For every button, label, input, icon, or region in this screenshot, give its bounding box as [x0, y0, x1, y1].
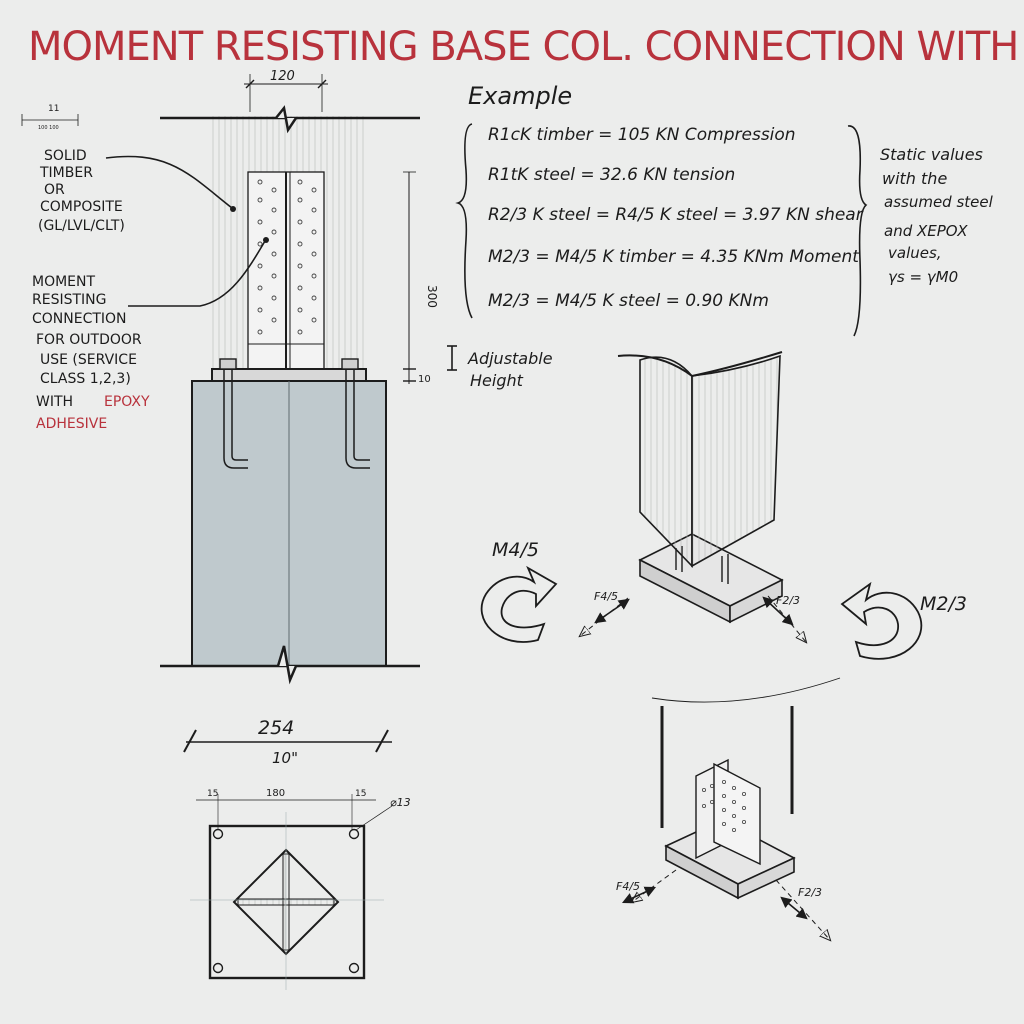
svg-text:WITH: WITH [36, 394, 73, 410]
plan-view: 15 180 15 ⌀13 [190, 788, 411, 990]
example-line-1: R1cK timber = 105 KN Compression [488, 125, 796, 145]
svg-text:RESISTING: RESISTING [32, 292, 106, 308]
svg-text:⌀13: ⌀13 [390, 796, 411, 809]
moment-label-m45: M4/5 [492, 539, 539, 561]
moment-label-m23: M2/3 [920, 593, 967, 615]
anchor-bolts [223, 369, 370, 469]
svg-text:TIMBER: TIMBER [39, 165, 93, 181]
isometric-view-small: F4/5 F2/3 [616, 677, 841, 940]
steel-connection-plate [247, 171, 325, 371]
adjustable-height-note: Adjustable Height [447, 345, 553, 390]
svg-text:values,: values, [888, 244, 942, 262]
svg-text:Static values: Static values [880, 145, 983, 164]
dim-base-in: 10" [272, 749, 298, 767]
svg-text:MOMENT: MOMENT [32, 274, 95, 290]
svg-text:CLASS 1,2,3): CLASS 1,2,3) [40, 371, 131, 387]
adjustable-line-2: Height [470, 371, 524, 390]
example-line-5: M2/3 = M4/5 K steel = 0.90 KNm [488, 291, 769, 311]
timber-label: SOLID TIMBER OR COMPOSITE (GL/LVL/CLT) [38, 148, 236, 234]
svg-text:FOR OUTDOOR: FOR OUTDOOR [36, 332, 142, 348]
svg-text:assumed steel: assumed steel [884, 193, 994, 211]
example-line-3: R2/3 K steel = R4/5 K steel = 3.97 KN sh… [488, 205, 864, 225]
moment-arrow-m23: M2/3 [840, 581, 967, 660]
svg-text:OR: OR [44, 182, 65, 198]
svg-text:EPOXY: EPOXY [104, 394, 150, 410]
example-line-2: R1tK steel = 32.6 KN tension [488, 165, 735, 185]
isometric-view-large: F4/5 F2/3 [580, 351, 806, 642]
moment-arrow-m45: M4/5 [480, 539, 558, 643]
example-block: Example R1cK timber = 105 KN Compression… [455, 82, 868, 337]
dim-base-width: 254 10" [183, 717, 392, 767]
adjustable-line-1: Adjustable [467, 349, 553, 368]
example-line-4: M2/3 = M4/5 K timber = 4.35 KNm Moment [488, 247, 860, 267]
force-label-f45-b: F4/5 [616, 880, 640, 893]
svg-text:15: 15 [355, 789, 366, 799]
svg-text:γs = γM0: γs = γM0 [888, 268, 958, 286]
concrete-pedestal [160, 380, 420, 685]
static-values-note: Static values with the assumed steel and… [880, 145, 994, 286]
dim-tiny-top: 11 [48, 104, 59, 114]
svg-text:ADHESIVE: ADHESIVE [36, 416, 107, 432]
force-label-f45-a: F4/5 [594, 590, 618, 603]
svg-text:(GL/LVL/CLT): (GL/LVL/CLT) [38, 218, 125, 234]
dim-top-width-label: 120 [270, 69, 295, 84]
example-heading: Example [468, 82, 572, 110]
dim-top-width: 120 [244, 69, 328, 112]
dim-height: 300 10 [403, 171, 439, 385]
connection-label: MOMENT RESISTING CONNECTION FOR OUTDOOR … [32, 237, 269, 432]
svg-text:USE (SERVICE: USE (SERVICE [40, 352, 137, 368]
page-title: MOMENT RESISTING BASE COL. CONNECTION WI… [28, 24, 1024, 70]
svg-text:and XEPOX: and XEPOX [884, 222, 968, 240]
svg-text:180: 180 [266, 788, 285, 799]
dim-base-mm: 254 [258, 717, 294, 739]
dim-gap-label: 10 [418, 374, 431, 385]
svg-text:15: 15 [207, 789, 218, 799]
force-label-f23-a: F2/3 [776, 594, 800, 607]
svg-text:COMPOSITE: COMPOSITE [40, 199, 123, 215]
svg-text:with the: with the [882, 169, 947, 188]
dim-height-label: 300 [425, 285, 439, 308]
svg-text:SOLID: SOLID [44, 148, 87, 164]
dim-tiny-bottom: 100 100 [38, 125, 59, 131]
svg-text:CONNECTION: CONNECTION [32, 311, 127, 327]
force-label-f23-b: F2/3 [798, 886, 822, 899]
dim-tiny: 11 100 100 [21, 104, 79, 131]
